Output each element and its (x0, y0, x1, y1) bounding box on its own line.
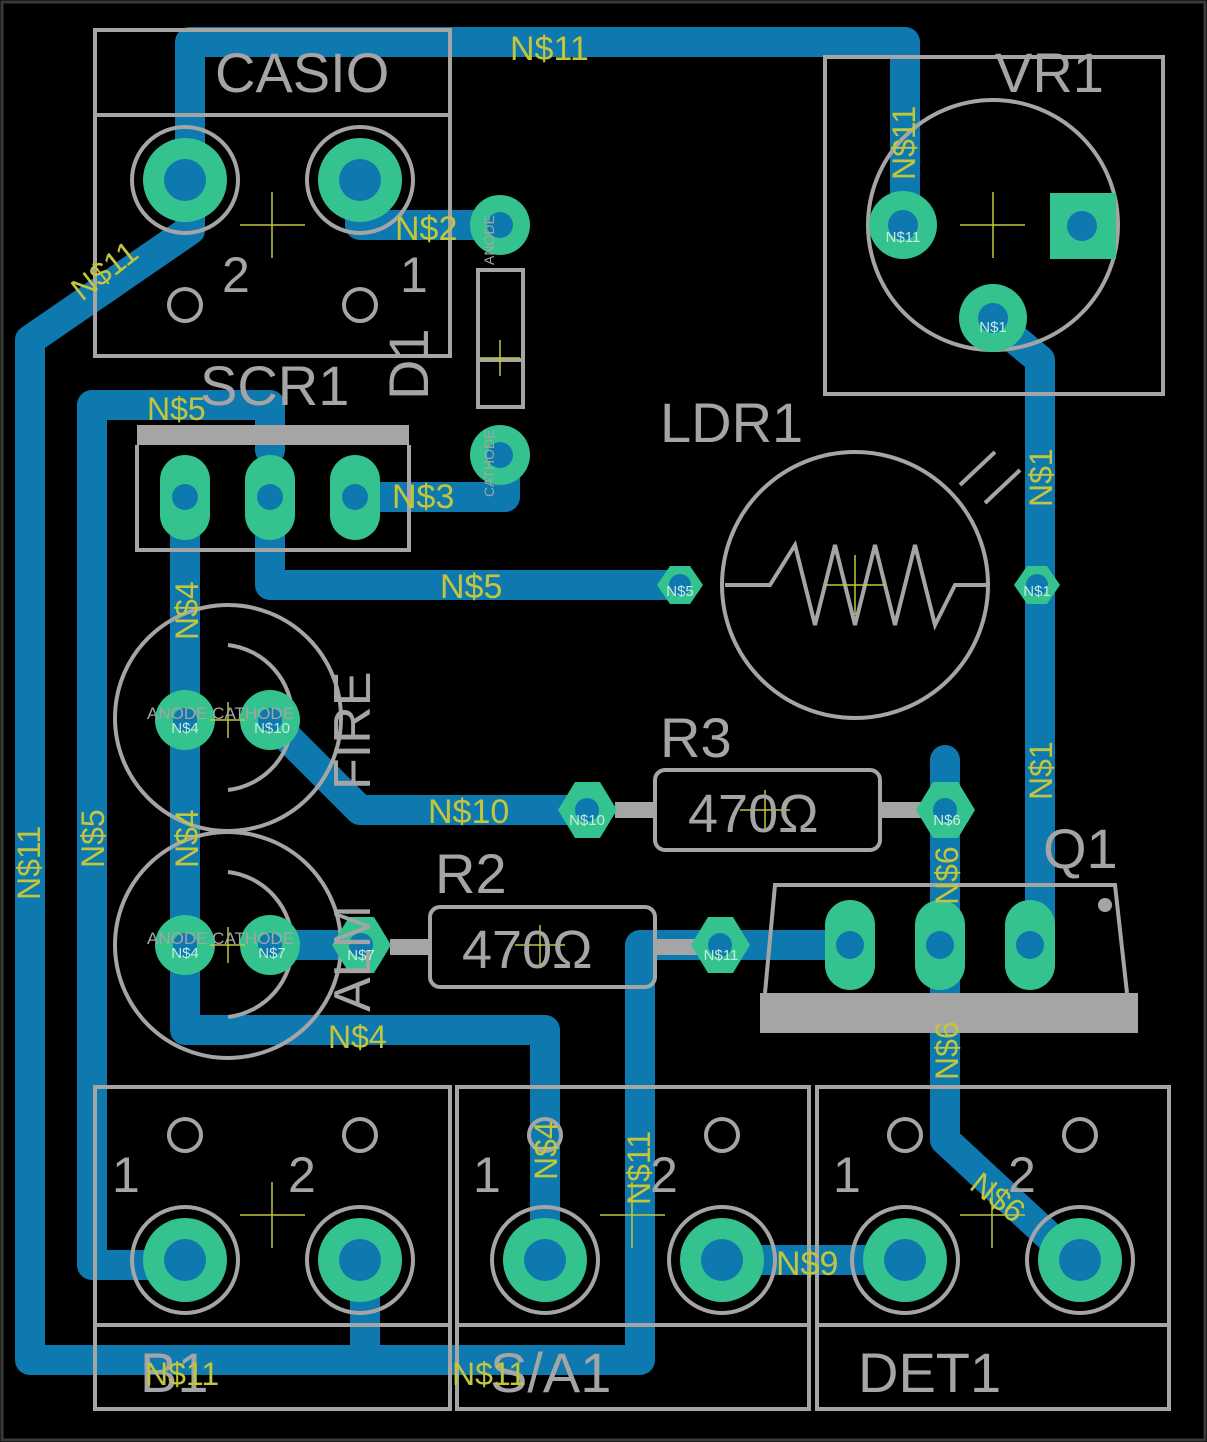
net-label-n4-sa1: N$4 (528, 1121, 564, 1180)
vr1-label: VR1 (995, 41, 1104, 104)
ldr1-label: LDR1 (660, 391, 803, 454)
pin-function-labels: ANODE CATHODE ANODE CATHODE ANODE CATHOD… (147, 215, 497, 948)
net-label-n5-left: N$5 (75, 809, 111, 868)
net-label-n2: N$2 (395, 210, 457, 248)
component-labels: CASIO VR1 SCR1 D1 LDR1 R3 470Ω R2 470Ω Q… (140, 41, 1118, 1404)
pad-net-ldr-left: N$5 (666, 583, 694, 600)
net-label-n11-bottom-mid: N$11 (452, 1356, 526, 1392)
pad-net-r3-right: N$6 (933, 812, 961, 829)
terminal-numbers: 2 1 1 2 1 2 1 2 (112, 247, 1036, 1203)
pad-net-alm-anode: N$4 (171, 945, 199, 962)
r2-value: 470Ω (462, 920, 592, 980)
pads (130, 125, 1135, 1315)
net-label-n11-left: N$11 (11, 826, 47, 900)
sa1-terminal-1: 1 (473, 1147, 501, 1203)
net-labels: N$11 N$11 N$11 N$11 N$11 N$11 N$11 N$2 N… (11, 30, 1059, 1392)
det1-terminal-1: 1 (833, 1147, 861, 1203)
net-label-n9: N$9 (776, 1245, 838, 1283)
net-label-n4-mid: N$4 (169, 809, 205, 868)
net-label-n1-top: N$1 (1023, 448, 1059, 507)
net-label-n6-bottom: N$6 (929, 1021, 965, 1080)
d1-anode-label: ANODE (481, 215, 497, 265)
q1-label: Q1 (1043, 817, 1118, 880)
pad-net-names: N$11 N$1 N$4 N$10 N$4 N$7 N$10 N$6 N$7 N… (171, 229, 1051, 964)
fire-pin-labels: ANODE CATHODE (147, 704, 294, 723)
net-label-n3: N$3 (392, 478, 454, 516)
det1-label: DET1 (858, 1341, 1001, 1404)
net-label-n4-top: N$4 (169, 581, 205, 640)
d1-cathode-label: CATHODE (481, 430, 497, 497)
pad-net-alm-cathode: N$7 (258, 945, 286, 962)
alarm-label: ALM (324, 905, 382, 1012)
pad-net-ldr-right: N$1 (1023, 583, 1051, 600)
r3-label: R3 (660, 706, 732, 769)
pad-net-vr1-2: N$1 (979, 319, 1007, 336)
casio-label: CASIO (215, 41, 389, 104)
silkscreen (93, 28, 1171, 1411)
net-label-n10: N$10 (428, 793, 509, 831)
net-label-n11-vr1: N$11 (886, 106, 922, 180)
r3-value: 470Ω (688, 784, 818, 844)
net-label-n5-ldr: N$5 (440, 568, 502, 606)
casio-terminal-1: 1 (400, 247, 428, 303)
pad-net-fire-anode: N$4 (171, 720, 199, 737)
sa1-terminal-2: 2 (650, 1147, 678, 1203)
origin-marks (210, 192, 1025, 1248)
fire-label: FIRE (324, 672, 382, 790)
net-label-n11-sa1: N$11 (621, 1131, 657, 1205)
pad-net-r3-left: N$10 (569, 812, 605, 829)
b1-terminal-1: 1 (112, 1147, 140, 1203)
pad-net-fire-cathode: N$10 (254, 720, 290, 737)
pad-net-r2-right: N$11 (704, 947, 739, 964)
b1-terminal-2: 2 (288, 1147, 316, 1203)
net-label-n11-top: N$11 (510, 30, 589, 68)
r2-label: R2 (435, 842, 507, 905)
net-label-n4-bottom: N$4 (328, 1019, 387, 1055)
net-label-n11-bottom-left: N$11 (145, 1356, 219, 1392)
sa1-label: S/A1 (490, 1341, 611, 1404)
net-label-n1-mid: N$1 (1023, 741, 1059, 800)
casio-terminal-2: 2 (222, 247, 250, 303)
b1-label: B1 (140, 1341, 209, 1404)
pad-net-vr1-3: N$11 (886, 229, 921, 246)
pad-net-r2-left: N$7 (347, 947, 375, 964)
scr1-label: SCR1 (200, 354, 349, 417)
net-label-n6-top: N$6 (929, 846, 965, 905)
alarm-pin-labels: ANODE CATHODE (147, 929, 294, 948)
det1-terminal-2: 2 (1008, 1147, 1036, 1203)
net-label-n5-top: N$5 (147, 391, 206, 427)
d1-label: D1 (377, 328, 440, 400)
